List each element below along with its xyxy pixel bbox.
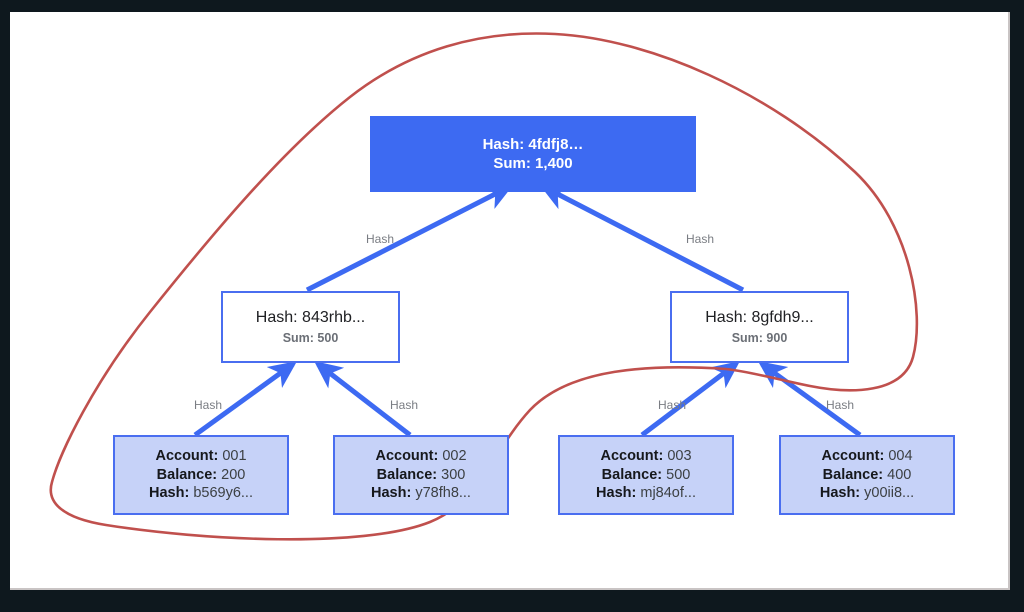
node-leaf-002[interactable]: Account: 002 Balance: 300 Hash: y78fh8..… — [333, 435, 509, 515]
node-leaf-003[interactable]: Account: 003 Balance: 500 Hash: mj84of..… — [558, 435, 734, 515]
leaf-002-hash-label: Hash: — [371, 485, 416, 502]
diagram-canvas: Hash: 4fdfj8… Sum: 1,400 Hash: 843rhb...… — [10, 12, 1010, 590]
root-sum-line: Sum: 1,400 — [493, 155, 573, 172]
leaf-003-account-value: 003 — [667, 448, 692, 465]
leaf-001-account-label: Account: — [155, 448, 223, 465]
edge-label-right-003: Hash — [658, 398, 687, 412]
branch-left-hash-line: Hash: 843rhb... — [255, 308, 366, 326]
branch-right-sum-line: Sum: 900 — [731, 331, 788, 346]
leaf-003-hash-label: Hash: — [596, 485, 641, 502]
branch-right-hash-line: Hash: 8gfdh9... — [705, 308, 814, 326]
node-branch-right[interactable]: Hash: 8gfdh9... Sum: 900 — [670, 291, 849, 363]
leaf-002-balance-label: Balance: — [376, 466, 442, 483]
leaf-002-hash-value: y78fh8... — [415, 485, 471, 502]
leaf-001-account-row: Account: 001 — [155, 447, 246, 466]
edge-label-root-right: Hash — [686, 232, 715, 246]
leaf-001-balance-row: Balance: 200 — [157, 466, 246, 485]
edge-branch-left-to-root — [305, 184, 514, 293]
leaf-002-balance-row: Balance: 300 — [377, 466, 466, 485]
leaf-004-account-value: 004 — [888, 448, 913, 465]
leaf-004-hash-row: Hash: y00ii8... — [820, 484, 914, 503]
leaf-004-account-label: Account: — [821, 448, 889, 465]
node-branch-left[interactable]: Hash: 843rhb... Sum: 500 — [221, 291, 400, 363]
branch-left-sum-line: Sum: 500 — [282, 331, 339, 346]
leaf-001-balance-value: 200 — [221, 466, 246, 483]
leaf-004-hash-value: y00ii8... — [864, 485, 915, 502]
edge-label-right-004: Hash — [826, 398, 855, 412]
leaf-003-balance-value: 500 — [666, 466, 691, 483]
leaf-003-hash-row: Hash: mj84of... — [596, 484, 696, 503]
leaf-003-balance-row: Balance: 500 — [602, 466, 691, 485]
leaf-003-balance-label: Balance: — [601, 466, 667, 483]
leaf-001-hash-value: b569y6... — [193, 485, 253, 502]
leaf-003-account-label: Account: — [600, 448, 668, 465]
leaf-002-account-row: Account: 002 — [375, 447, 466, 466]
leaf-001-account-value: 001 — [222, 448, 247, 465]
edge-label-left-002: Hash — [390, 398, 419, 412]
node-leaf-004[interactable]: Account: 004 Balance: 400 Hash: y00ii8..… — [779, 435, 955, 515]
node-root[interactable]: Hash: 4fdfj8… Sum: 1,400 — [370, 116, 696, 192]
leaf-004-account-row: Account: 004 — [821, 447, 912, 466]
leaf-004-balance-label: Balance: — [822, 466, 888, 483]
leaf-004-balance-row: Balance: 400 — [823, 466, 912, 485]
leaf-001-balance-label: Balance: — [156, 466, 222, 483]
root-hash-line: Hash: 4fdfj8… — [482, 135, 584, 153]
node-leaf-001[interactable]: Account: 001 Balance: 200 Hash: b569y6..… — [113, 435, 289, 515]
leaf-003-hash-value: mj84of... — [640, 485, 696, 502]
leaf-003-account-row: Account: 003 — [600, 447, 691, 466]
edge-label-left-001: Hash — [194, 398, 223, 412]
leaf-002-hash-row: Hash: y78fh8... — [371, 484, 471, 503]
leaf-004-hash-label: Hash: — [819, 485, 865, 502]
leaf-002-account-label: Account: — [375, 448, 443, 465]
leaf-004-balance-value: 400 — [887, 466, 912, 483]
leaf-002-account-value: 002 — [442, 448, 467, 465]
leaf-002-balance-value: 300 — [441, 466, 466, 483]
leaf-001-hash-row: Hash: b569y6... — [149, 484, 253, 503]
edge-label-root-left: Hash — [366, 232, 395, 246]
edge-leaf-003-to-branch-right — [640, 360, 740, 437]
leaf-001-hash-label: Hash: — [149, 485, 194, 502]
